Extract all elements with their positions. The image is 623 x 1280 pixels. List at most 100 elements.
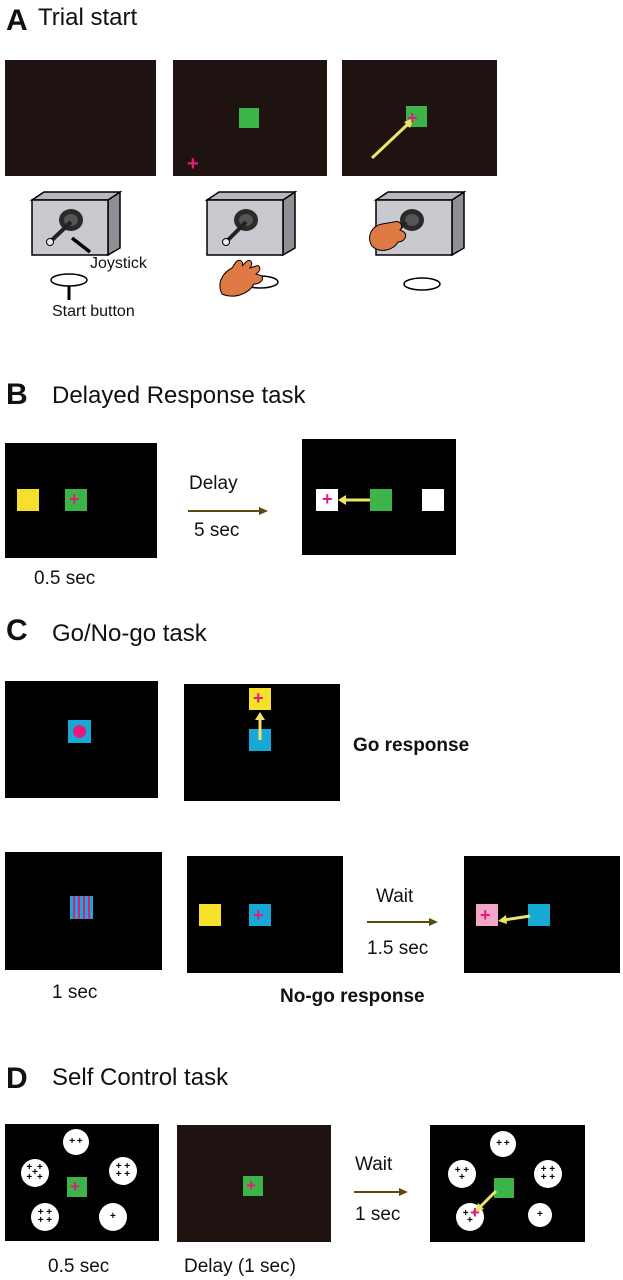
reward-plus-mark: + — [463, 1164, 470, 1176]
screen-c4: + — [187, 856, 343, 973]
pink-target — [476, 904, 498, 926]
screen-d1: ++ +++++ ++++ ++++ + + — [5, 1124, 159, 1241]
reward-plus-mark: + — [549, 1163, 556, 1175]
reward-circle: +++ — [448, 1160, 476, 1188]
reward-plus-mark: + — [37, 1172, 43, 1184]
cyan-square — [528, 904, 550, 926]
reward-plus-mark: + — [454, 1164, 461, 1176]
start-button-label: Start button — [52, 303, 135, 320]
reward-plus-mark: + — [37, 1206, 44, 1218]
screen-a2: + — [173, 60, 327, 176]
reward-plus-mark: + — [459, 1172, 465, 1184]
green-square — [67, 1177, 87, 1197]
white-target-left — [316, 489, 338, 511]
movement-arrow — [370, 118, 414, 160]
reward-circle: + — [528, 1203, 552, 1227]
reward-plus-mark: + — [37, 1161, 43, 1173]
cyan-square — [249, 904, 271, 926]
reward-circle: ++++ — [31, 1203, 59, 1231]
movement-arrow — [255, 712, 265, 740]
reward-plus-mark: + — [462, 1207, 469, 1219]
cursor-cross: + — [70, 1177, 80, 1196]
reward-plus-mark: + — [115, 1169, 122, 1181]
c-wait-label: Wait — [376, 886, 414, 907]
movement-arrow — [498, 914, 531, 924]
magenta-dot — [73, 725, 86, 738]
reward-plus-mark: + — [537, 1209, 543, 1220]
reward-plus-mark: + — [69, 1136, 75, 1147]
cursor-cross: + — [253, 688, 264, 708]
reward-plus-mark: + — [124, 1169, 131, 1181]
screen-d2: + — [177, 1125, 331, 1242]
joystick-label: Joystick — [90, 255, 147, 272]
joystick-apparatus — [29, 190, 467, 300]
section-a-title: Trial start — [38, 4, 138, 31]
cursor-cross: + — [246, 1176, 256, 1195]
d-wait-label: Wait — [355, 1154, 393, 1175]
reward-plus-mark: + — [471, 1207, 478, 1219]
reward-plus-mark: + — [124, 1160, 131, 1172]
screen-b1: + — [5, 443, 157, 558]
section-b-letter: B — [6, 378, 28, 411]
reward-circle: +++ — [456, 1203, 484, 1231]
b-delay-label: Delay — [189, 473, 238, 494]
screen-c2: + — [184, 684, 340, 801]
joystick-box-1 — [29, 190, 123, 300]
d-wait-time: 1 sec — [355, 1204, 401, 1225]
screen-b2: + — [302, 439, 456, 555]
reward-plus-mark: + — [26, 1161, 33, 1173]
green-square — [494, 1178, 514, 1198]
joystick-box-3 — [369, 190, 467, 291]
c-wait-time: 1.5 sec — [367, 938, 429, 959]
reward-plus-mark: + — [540, 1163, 547, 1175]
white-target-right — [422, 489, 444, 511]
b-delay-time: 5 sec — [194, 520, 240, 541]
reward-plus-mark: + — [115, 1160, 122, 1172]
cursor-cross: + — [322, 489, 333, 509]
section-b-title: Delayed Response task — [52, 382, 306, 409]
yellow-square — [199, 904, 221, 926]
cursor-cross: + — [407, 108, 418, 128]
cursor-cross: + — [69, 489, 80, 509]
d-delay-caption: Delay (1 sec) — [184, 1256, 296, 1277]
section-c-title: Go/No-go task — [52, 620, 207, 647]
green-square — [239, 108, 259, 128]
movement-arrow — [475, 1189, 498, 1212]
section-a-letter: A — [6, 4, 28, 37]
reward-circle: + — [99, 1203, 127, 1231]
reward-plus-mark: + — [37, 1215, 44, 1227]
reward-plus-mark: + — [467, 1215, 473, 1227]
cursor-cross: + — [187, 153, 199, 175]
cursor-cross: + — [470, 1203, 480, 1222]
reward-circle: +++++ — [21, 1159, 49, 1187]
cursor-cross: + — [480, 905, 491, 925]
nogo-response-label: No-go response — [280, 986, 425, 1007]
green-square — [243, 1176, 263, 1196]
section-c-letter: C — [6, 614, 28, 647]
reward-plus-mark: + — [503, 1138, 510, 1149]
screen-c5: + — [464, 856, 620, 973]
reward-plus-mark: + — [32, 1167, 38, 1178]
screen-c3 — [5, 852, 162, 970]
reward-plus-mark: + — [26, 1172, 33, 1184]
reward-plus-mark: + — [46, 1215, 53, 1227]
reward-plus-mark: + — [540, 1172, 547, 1184]
green-square — [370, 489, 392, 511]
reward-plus-mark: + — [46, 1206, 53, 1218]
screen-c1 — [5, 681, 158, 798]
reward-plus-mark: + — [549, 1172, 556, 1184]
d-cue-duration: 0.5 sec — [48, 1256, 110, 1277]
c-cue-duration: 1 sec — [52, 982, 98, 1003]
reward-plus-mark: + — [496, 1138, 502, 1149]
reward-circle: ++++ — [109, 1157, 137, 1185]
reward-plus-mark: + — [110, 1211, 116, 1222]
section-d-title: Self Control task — [52, 1064, 229, 1091]
go-response-label: Go response — [353, 735, 470, 756]
b-cue-duration: 0.5 sec — [34, 568, 96, 589]
screen-a3: + — [342, 60, 497, 176]
screen-d3: ++ +++ ++++ +++ + + — [430, 1125, 585, 1242]
reward-plus-mark: + — [76, 1136, 83, 1147]
